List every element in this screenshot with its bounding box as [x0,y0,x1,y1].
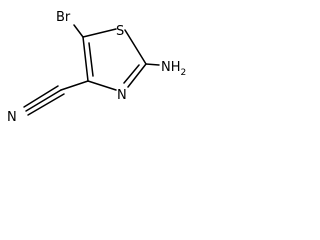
bond-n3-c4 [87,80,117,91]
atom-nh2-n: NH [161,60,181,75]
bond-c5-s [82,28,117,38]
atom-br-label: Br [56,10,71,25]
bond-nitrile-triple-1 [25,89,62,112]
molecule-structure: Br S NH2 N N [7,10,186,124]
bond-c4-c5 [82,36,89,82]
atom-nh2-subscript: 2 [181,68,187,78]
bond-c2-nh2 [145,63,160,66]
atom-nitrile-n-label: N [7,110,17,124]
bond-br-c5 [73,24,84,38]
bond-nitrile-triple-2 [23,85,59,108]
atom-s-label: S [116,24,124,39]
bond-nitrile-triple-3 [27,93,65,116]
bond-c2-n3 [127,63,147,88]
bond-s-c2 [124,29,147,65]
bond-c4-c5-inner [88,42,94,77]
atom-ring-n-label: N [117,88,127,103]
bond-c4-cn [60,80,89,91]
atom-nh2-label: NH2 [161,60,186,78]
bond-c2-n3-inner [123,64,140,84]
